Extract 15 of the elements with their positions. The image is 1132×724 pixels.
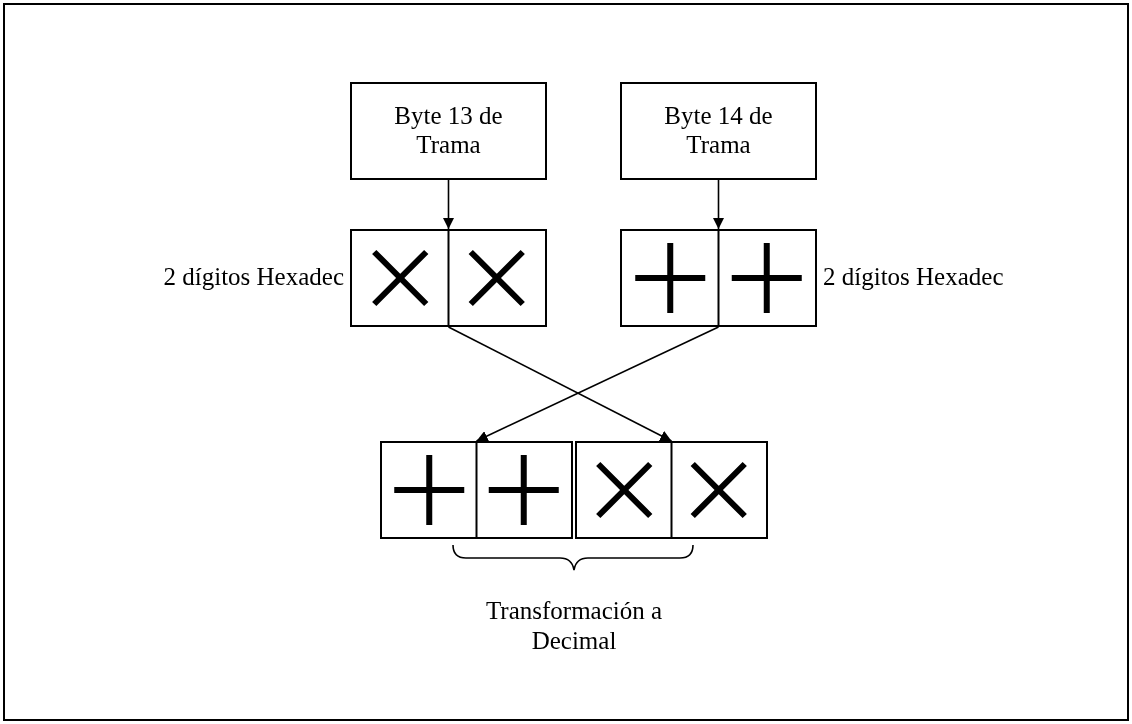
box-label: Byte 13 de Trama <box>393 102 504 160</box>
process-box <box>350 82 547 180</box>
side-caption: 2 dígitos Hexadec <box>163 263 344 291</box>
digit-cell-pair <box>575 441 768 539</box>
arrow <box>447 326 673 442</box>
arrow <box>475 326 720 442</box>
process-box <box>620 82 817 180</box>
digit-cell-pair <box>350 229 547 327</box>
arrow <box>712 179 725 230</box>
box-label: Byte 14 de Trama <box>663 102 774 160</box>
side-caption: 2 dígitos Hexadec <box>823 263 1004 291</box>
digit-cell-pair <box>620 229 817 327</box>
digit-cell-pair <box>380 441 573 539</box>
caption: Transformación a Decimal <box>484 596 664 656</box>
arrow <box>442 179 455 230</box>
